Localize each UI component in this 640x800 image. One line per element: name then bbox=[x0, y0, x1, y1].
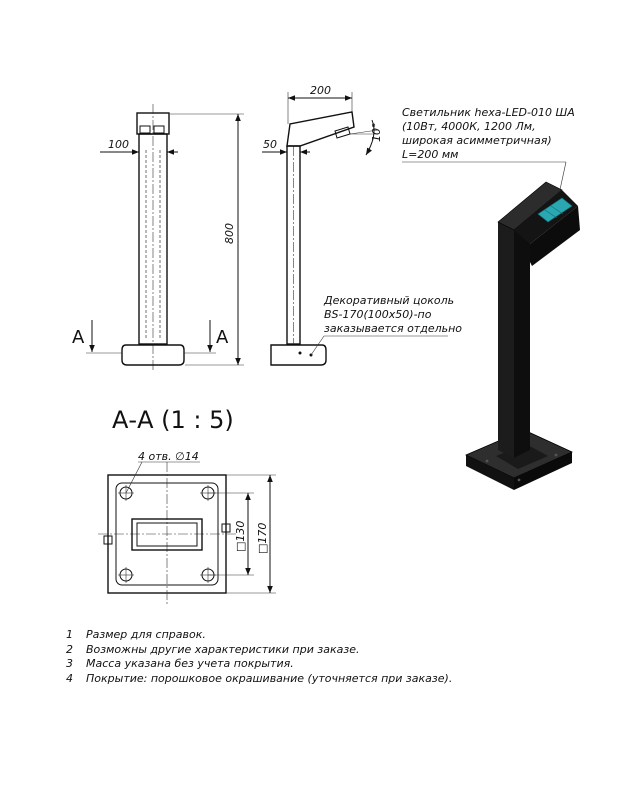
side-dim-head-length: 200 bbox=[310, 84, 331, 97]
front-base bbox=[121, 344, 185, 366]
notes-list: 1 Размер для справок. 2 Возможны другие … bbox=[66, 628, 452, 685]
section-title: А-А (1 : 5) bbox=[112, 406, 234, 434]
note-text: Покрытие: порошковое окрашивание (уточня… bbox=[86, 672, 452, 685]
side-dim-post-width: 50 bbox=[263, 138, 277, 151]
note-number: 2 bbox=[66, 643, 73, 656]
section-holes-label: 4 отв. ∅14 bbox=[138, 450, 199, 463]
side-view: 200 50 10° bbox=[262, 84, 448, 366]
front-dim-height: 800 bbox=[223, 223, 236, 244]
front-view: 100 800 A A bbox=[72, 104, 244, 372]
luminaire-lens bbox=[537, 197, 573, 223]
side-dim-tilt: 10° bbox=[370, 123, 383, 143]
front-lens-right bbox=[153, 125, 165, 134]
callout-luminaire-line2: (10Вт, 4000К, 1200 Лм, bbox=[402, 120, 536, 133]
section-dim-inner: □130 bbox=[234, 521, 247, 552]
side-base bbox=[270, 344, 327, 366]
callout-luminaire-line3: широкая асимметричная) bbox=[402, 134, 552, 147]
note-text: Возможны другие характеристики при заказ… bbox=[86, 643, 359, 656]
front-dim-width: 100 bbox=[108, 138, 129, 151]
section-dim-outer: □170 bbox=[256, 523, 269, 554]
note-text: Размер для справок. bbox=[86, 628, 206, 641]
section-post-inner bbox=[136, 522, 198, 547]
note-text: Масса указана без учета покрытия. bbox=[86, 657, 294, 670]
product-render bbox=[465, 181, 580, 490]
note-number: 1 bbox=[66, 628, 73, 641]
callout-luminaire-line4: L=200 мм bbox=[402, 148, 458, 161]
section-post-outer bbox=[131, 518, 203, 551]
callout-luminaire-line1: Светильник hexa-LED-010 ША bbox=[402, 106, 575, 119]
section-view: 4 отв. ∅14 □130 □170 bbox=[98, 450, 276, 604]
callout-base-line3: заказывается отдельно bbox=[324, 322, 462, 335]
section-marker-left: A bbox=[72, 327, 85, 348]
callout-base: Декоративный цоколь BS-170(100х50)-по за… bbox=[323, 294, 462, 335]
front-lens-left bbox=[139, 125, 151, 134]
note-number: 3 bbox=[66, 657, 73, 670]
section-marker-right: A bbox=[216, 327, 229, 348]
callout-base-line1: Декоративный цоколь bbox=[323, 294, 454, 307]
side-head bbox=[286, 111, 355, 147]
callout-luminaire: Светильник hexa-LED-010 ША (10Вт, 4000К,… bbox=[402, 106, 575, 209]
callout-base-line2: BS-170(100х50)-по bbox=[324, 308, 432, 321]
note-number: 4 bbox=[66, 672, 73, 685]
